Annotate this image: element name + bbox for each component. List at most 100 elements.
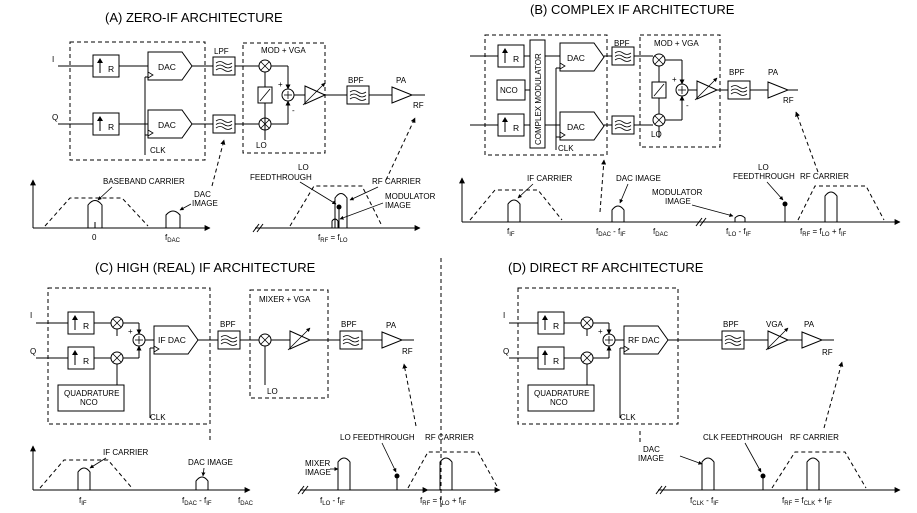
- fdac-label: fDAC: [165, 233, 181, 244]
- clk-label: CLK: [150, 146, 166, 155]
- d-bpf-label: BPF: [723, 320, 739, 329]
- d-plus-sign: +: [598, 327, 603, 336]
- d-rf-dac-label: RF DAC: [628, 335, 660, 345]
- d-fclk-minus-fif-label: fCLK - fIF: [690, 496, 719, 507]
- lpf-label: LPF: [214, 47, 229, 56]
- c-plus-sign: +: [128, 327, 133, 336]
- c-flo-minus-fif-label: fLO - fIF: [320, 496, 345, 507]
- b-minus-sign: -: [686, 101, 689, 110]
- d-nco-label-1: QUADRATURE: [534, 389, 589, 398]
- panel-d-title: (D) DIRECT RF ARCHITECTURE: [508, 260, 704, 275]
- panel-high-if: (C) HIGH (REAL) IF ARCHITECTURE I Q R R …: [30, 260, 429, 507]
- c-rf-label: RF: [402, 347, 413, 356]
- c-clk-label: CLK: [150, 413, 166, 422]
- b-mod-vga-label: MOD + VGA: [654, 39, 699, 48]
- c-interp-i: R: [83, 321, 89, 331]
- c-input-q: Q: [30, 347, 36, 356]
- lo-label: LO: [256, 141, 267, 150]
- d-clk-feedthrough-label: CLK FEEDTHROUGH: [703, 433, 783, 442]
- input-q-label: Q: [52, 113, 58, 122]
- quadrature-nco-block: [57, 384, 125, 412]
- c-mixer-vga-label: MIXER + VGA: [259, 295, 311, 304]
- b-modulator-image-label-1: MODULATOR: [652, 188, 703, 197]
- nco-label: NCO: [500, 86, 518, 95]
- c-frf-label: fRF = fLO + fIF: [420, 496, 467, 507]
- d-interp-q: R: [553, 356, 559, 366]
- interp-i-label: R: [108, 64, 114, 74]
- feedthrough-label: FEEDTHROUGH: [250, 173, 312, 182]
- minus-sign: -: [292, 106, 295, 115]
- b-bpf-label: BPF: [614, 39, 630, 48]
- d-dac-image-label-2: IMAGE: [638, 454, 664, 463]
- d-frf-label: fRF = fCLK + fIF: [782, 496, 832, 507]
- d-nco-label-2: NCO: [550, 398, 568, 407]
- d-dac-image-label-1: DAC: [643, 445, 660, 454]
- c-mixer-image-label-1: MIXER: [305, 459, 331, 468]
- dac-q-label: DAC: [158, 120, 176, 130]
- b-dac-image-label: DAC IMAGE: [616, 174, 661, 183]
- d-input-i: I: [503, 311, 505, 320]
- b-lo-label: LO: [651, 130, 662, 139]
- frf-flo-label: fRF = fLO: [318, 233, 348, 244]
- b-interp-q-label: R: [513, 123, 519, 133]
- mod-vga-label: MOD + VGA: [261, 46, 306, 55]
- d-quadrature-nco-block: [527, 384, 595, 412]
- b-clk-label: CLK: [558, 144, 574, 153]
- c-input-i: I: [30, 311, 32, 320]
- d-rf-label: RF: [822, 348, 833, 357]
- c-dac-image-label: DAC IMAGE: [188, 458, 233, 467]
- b-fdac-label: fDAC: [653, 227, 669, 238]
- dac-image-label-1: DAC: [194, 190, 211, 199]
- panel-b-title: (B) COMPLEX IF ARCHITECTURE: [530, 2, 735, 17]
- panel-zero-if: (A) ZERO-IF ARCHITECTURE I Q R R DAC DAC…: [30, 10, 436, 244]
- c-interp-q: R: [83, 356, 89, 366]
- c-fdac-label: fDAC: [238, 496, 254, 507]
- c-if-carrier-label: IF CARRIER: [103, 448, 149, 457]
- c-fif-label: fIF: [79, 496, 87, 507]
- c-nco-label-2: NCO: [80, 398, 98, 407]
- b-if-carrier-label: IF CARRIER: [527, 174, 573, 183]
- d-pa-label: PA: [804, 320, 815, 329]
- b-rf-carrier-label: RF CARRIER: [800, 172, 849, 181]
- panel-c-title: (C) HIGH (REAL) IF ARCHITECTURE: [95, 260, 316, 275]
- b-lo-label-spec: LO: [758, 163, 769, 172]
- b-feedthrough-label: FEEDTHROUGH: [733, 172, 795, 181]
- c-nco-label-1: QUADRATURE: [64, 389, 119, 398]
- b-modulator-image-label-2: IMAGE: [665, 197, 691, 206]
- d-input-q: Q: [503, 347, 509, 356]
- c-lo-feedthrough-label: LO FEEDTHROUGH: [340, 433, 415, 442]
- b-flo-minus-fif-label: fLO - fIF: [726, 227, 751, 238]
- b-fif-label: fIF: [507, 227, 515, 238]
- input-i-label: I: [52, 55, 54, 64]
- complex-modulator-block: [529, 39, 546, 149]
- b-dac-q-label: DAC: [567, 122, 585, 132]
- rf-carrier-label: RF CARRIER: [372, 177, 421, 186]
- c-rf-carrier: RF CARRIER fRF = fLO + fIF: [407, 433, 501, 507]
- c-mixer-image-label-2: IMAGE: [305, 468, 331, 477]
- c-lo-label: LO: [267, 387, 278, 396]
- panel-complex-if: (B) COMPLEX IF ARCHITECTURE R R NCO COMP…: [459, 2, 901, 238]
- bpf-label: BPF: [348, 76, 364, 85]
- baseband-carrier-label: BASEBAND CARRIER: [103, 177, 185, 186]
- b-fdac-minus-fif-label: fDAC - fIF: [596, 227, 626, 238]
- lo-label-spec: LO: [298, 163, 309, 172]
- d-rf-carrier-label: RF CARRIER: [790, 433, 839, 442]
- pa-label: PA: [396, 76, 407, 85]
- b-interp-i-label: R: [513, 54, 519, 64]
- d-vga-label: VGA: [766, 320, 784, 329]
- b-dac-i-label: DAC: [567, 53, 585, 63]
- complex-modulator-label: COMPLEX MODULATOR: [534, 53, 543, 145]
- c-if-dac-label: IF DAC: [158, 335, 186, 345]
- rf-label: RF: [413, 101, 424, 110]
- d-interp-i: R: [553, 321, 559, 331]
- b-plus-sign: +: [672, 75, 677, 84]
- b-frf-label: fRF = fLO + fIF: [800, 227, 847, 238]
- c-bpf-label: BPF: [220, 320, 236, 329]
- b-bpf2-label: BPF: [729, 68, 745, 77]
- interp-q-label: R: [108, 122, 114, 132]
- dac-image-label-2: IMAGE: [192, 199, 218, 208]
- c-rf-carrier-label: RF CARRIER: [425, 433, 474, 442]
- plus-sign: +: [278, 80, 283, 89]
- c-pa-label: PA: [386, 321, 397, 330]
